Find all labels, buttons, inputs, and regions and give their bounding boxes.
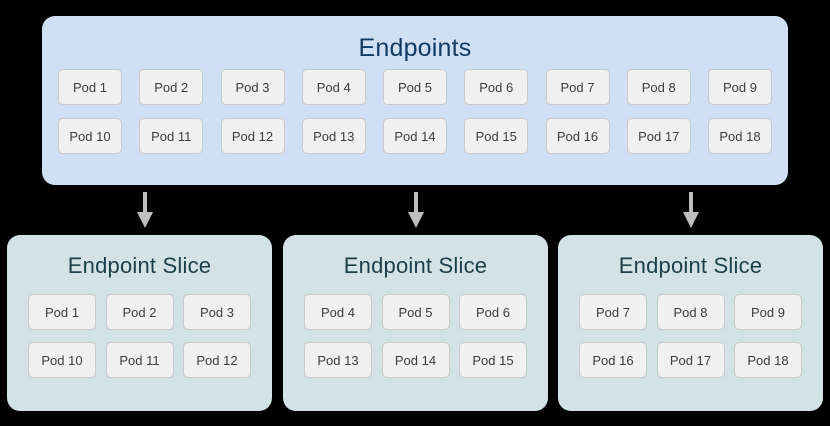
arrow-down-icon [405, 192, 427, 228]
pod-chip[interactable]: Pod 15 [464, 118, 529, 154]
pod-chip[interactable]: Pod 10 [28, 342, 96, 378]
pod-chip[interactable]: Pod 9 [708, 69, 772, 105]
pod-chip[interactable]: Pod 1 [58, 69, 122, 105]
pod-chip[interactable]: Pod 13 [304, 342, 372, 378]
pod-chip[interactable]: Pod 18 [708, 118, 772, 154]
endpoint-slice-pod-row: Pod 4 Pod 5 Pod 6 [304, 294, 527, 330]
pod-chip[interactable]: Pod 11 [105, 342, 174, 378]
endpoint-slice-pod-row: Pod 7 Pod 8 Pod 9 [579, 294, 802, 330]
pod-chip[interactable]: Pod 8 [626, 69, 691, 105]
endpoint-slice-panel-3: Endpoint Slice Pod 7 Pod 8 Pod 9 Pod 16 … [558, 235, 823, 411]
pod-chip[interactable]: Pod 3 [220, 69, 285, 105]
pod-chip[interactable]: Pod 7 [545, 69, 610, 105]
arrow-down-icon [680, 192, 702, 228]
pod-chip[interactable]: Pod 4 [304, 294, 372, 330]
pod-chip[interactable]: Pod 2 [139, 69, 204, 105]
pod-chip[interactable]: Pod 9 [734, 294, 802, 330]
pod-chip[interactable]: Pod 7 [579, 294, 647, 330]
pod-chip[interactable]: Pod 12 [183, 342, 251, 378]
endpoint-slice-title: Endpoint Slice [67, 253, 212, 278]
pod-chip[interactable]: Pod 3 [183, 294, 251, 330]
pod-chip[interactable]: Pod 6 [459, 294, 527, 330]
pod-chip[interactable]: Pod 2 [105, 294, 174, 330]
pod-chip[interactable]: Pod 8 [656, 294, 725, 330]
pod-chip[interactable]: Pod 15 [459, 342, 527, 378]
endpoints-pod-row: Pod 10 Pod 11 Pod 12 Pod 13 Pod 14 Pod 1… [58, 118, 772, 154]
pod-chip[interactable]: Pod 14 [383, 118, 447, 154]
pod-chip[interactable]: Pod 16 [579, 342, 647, 378]
endpoint-slice-pod-row: Pod 10 Pod 11 Pod 12 [28, 342, 251, 378]
pod-chip[interactable]: Pod 5 [383, 69, 447, 105]
pod-chip[interactable]: Pod 10 [58, 118, 122, 154]
pod-chip[interactable]: Pod 17 [656, 342, 725, 378]
endpoints-title: Endpoints [358, 34, 472, 62]
endpoint-slice-pod-row: Pod 13 Pod 14 Pod 15 [304, 342, 527, 378]
endpoints-pod-row: Pod 1 Pod 2 Pod 3 Pod 4 Pod 5 Pod 6 Pod … [58, 69, 772, 105]
pod-chip[interactable]: Pod 11 [139, 118, 204, 154]
endpoint-slice-panel-2: Endpoint Slice Pod 4 Pod 5 Pod 6 Pod 13 … [283, 235, 548, 411]
endpoint-slice-pod-row: Pod 1 Pod 2 Pod 3 [28, 294, 251, 330]
endpoint-slice-pod-grid: Pod 4 Pod 5 Pod 6 Pod 13 Pod 14 Pod 15 [304, 294, 527, 378]
endpoint-slice-title: Endpoint Slice [618, 253, 763, 278]
endpoint-slice-title: Endpoint Slice [343, 253, 488, 278]
pod-chip[interactable]: Pod 13 [301, 118, 366, 154]
endpoint-slice-panel-1: Endpoint Slice Pod 1 Pod 2 Pod 3 Pod 10 … [7, 235, 272, 411]
pod-chip[interactable]: Pod 14 [381, 342, 450, 378]
pod-chip[interactable]: Pod 6 [464, 69, 529, 105]
endpoint-slice-pod-row: Pod 16 Pod 17 Pod 18 [579, 342, 802, 378]
pod-chip[interactable]: Pod 12 [220, 118, 285, 154]
arrow-down-icon [134, 192, 156, 228]
pod-chip[interactable]: Pod 1 [28, 294, 96, 330]
endpoint-slice-pod-grid: Pod 7 Pod 8 Pod 9 Pod 16 Pod 17 Pod 18 [579, 294, 802, 378]
pod-chip[interactable]: Pod 17 [626, 118, 691, 154]
pod-chip[interactable]: Pod 18 [734, 342, 802, 378]
endpoints-panel: Endpoints Pod 1 Pod 2 Pod 3 Pod 4 Pod 5 … [42, 16, 788, 185]
pod-chip[interactable]: Pod 4 [301, 69, 366, 105]
endpoints-pod-grid: Pod 1 Pod 2 Pod 3 Pod 4 Pod 5 Pod 6 Pod … [58, 69, 772, 154]
endpoint-slice-pod-grid: Pod 1 Pod 2 Pod 3 Pod 10 Pod 11 Pod 12 [28, 294, 251, 378]
pod-chip[interactable]: Pod 16 [545, 118, 610, 154]
pod-chip[interactable]: Pod 5 [381, 294, 450, 330]
